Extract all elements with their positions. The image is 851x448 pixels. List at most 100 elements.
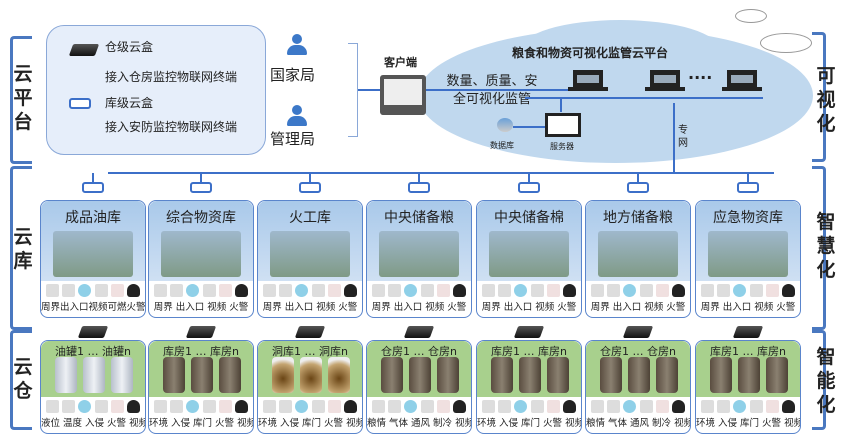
- depot-card[interactable]: 应急物资库 周界 出入口 视频 火警: [695, 200, 801, 318]
- cloud-box-icon: [732, 326, 764, 338]
- desktop-client-icon[interactable]: [380, 75, 426, 115]
- server-label: 服务器: [550, 142, 574, 151]
- bracket-cloud-platform: [10, 36, 32, 164]
- depot-sensor-labels: 周界 出入口 视频 火警: [700, 302, 796, 313]
- warehouse-units: 仓房1 … 仓房n: [381, 345, 457, 358]
- depot-cloud-box-desc: 接入安防监控物联网终端: [105, 120, 238, 134]
- sensor-icons: [696, 281, 800, 301]
- unit-photo: [738, 357, 760, 393]
- router-icon: [69, 98, 91, 109]
- depot-name: 应急物资库: [713, 210, 783, 226]
- sensor-icons: [41, 281, 145, 301]
- warehouse-units: 库房1 … 库房n: [710, 345, 786, 358]
- cloud-box-icon: [77, 326, 109, 338]
- connector: [637, 173, 639, 182]
- depot-photo: [379, 231, 459, 277]
- warehouse-card[interactable]: 油罐1 … 油罐n 液位 温度 入侵 火警 视频: [40, 340, 146, 434]
- laptop-icon[interactable]: [722, 70, 762, 92]
- depot-sensor-labels: 周界 出入口 视频 火警: [590, 302, 686, 313]
- unit-photo: [766, 357, 788, 393]
- depot-card[interactable]: 地方储备粮 周界 出入口 视频 火警: [585, 200, 691, 318]
- unit-photo: [111, 357, 133, 393]
- user-icon: [287, 34, 307, 56]
- connector: [358, 89, 380, 91]
- label-cloud-depot: 云库: [13, 226, 33, 272]
- unit-photo: [600, 357, 622, 393]
- warehouse-card[interactable]: 洞库1 … 洞库n 环境 入侵 库门 火警 视频: [257, 340, 363, 434]
- database-icon: [497, 118, 513, 132]
- private-network-line: [673, 103, 675, 173]
- depot-sensor-labels: 周界 出入口 视频 火警: [371, 302, 467, 313]
- depot-photo: [489, 231, 569, 277]
- unit-photo: [83, 357, 105, 393]
- label-smart: 智慧化: [816, 211, 836, 281]
- bracket-cloud-depot: [10, 166, 32, 330]
- database-label: 数据库: [490, 141, 514, 150]
- depot-card[interactable]: 中央储备棉 周界 出入口 视频 火警: [476, 200, 582, 318]
- depot-card[interactable]: 成品油库 周界出入口视频可燃火警: [40, 200, 146, 318]
- warehouse-units: 洞库1 … 洞库n: [272, 345, 348, 358]
- private-network-label: 专网: [678, 125, 688, 149]
- warehouse-card[interactable]: 库房1 … 库房n 环境 入侵 库门 火警 视频: [695, 340, 801, 434]
- sensor-icons: [477, 397, 581, 417]
- unit-photo: [219, 357, 241, 393]
- depot-photo: [270, 231, 350, 277]
- warehouse-card[interactable]: 仓房1 … 仓房n 粮情 气体 通风 制冷 视频: [366, 340, 472, 434]
- depot-card[interactable]: 火工库 周界 出入口 视频 火警: [257, 200, 363, 318]
- warehouse-sensor-labels: 粮情 气体 通风 制冷 视频: [367, 418, 472, 429]
- depot-name: 成品油库: [65, 210, 121, 226]
- unit-photo: [381, 357, 403, 393]
- unit-photo: [437, 357, 459, 393]
- label-intelligent: 智能化: [816, 346, 836, 416]
- unit-photo: [272, 357, 294, 393]
- connector: [92, 173, 94, 182]
- warehouse-sensor-labels: 液位 温度 入侵 火警 视频: [41, 418, 146, 429]
- unit-photo: [656, 357, 678, 393]
- connector: [747, 173, 749, 182]
- cloud-box-icon: [513, 326, 545, 338]
- user-national-bureau: 国家局: [270, 66, 316, 84]
- user-bracket: [348, 43, 358, 137]
- depot-sensor-labels: 周界 出入口 视频 火警: [153, 302, 249, 313]
- bracket-visualization: [812, 32, 826, 162]
- bracket-cloud-warehouse: [10, 330, 32, 430]
- ellipsis: ····: [688, 68, 713, 87]
- warehouse-card[interactable]: 库房1 … 库房n 环境 入侵 库门 火警 视频: [476, 340, 582, 434]
- warehouse-card[interactable]: 仓房1 … 仓房n 粮情 气体 通风 制冷 视频: [585, 340, 691, 434]
- laptop-icon[interactable]: [645, 70, 685, 92]
- depot-cloud-box-icon: [627, 182, 649, 193]
- depot-sensor-labels: 周界 出入口 视频 火警: [262, 302, 358, 313]
- connector: [309, 173, 311, 182]
- unit-photo: [163, 357, 185, 393]
- sensor-icons: [367, 397, 471, 417]
- unit-photo: [300, 357, 322, 393]
- cloud-box-icon: [622, 326, 654, 338]
- unit-photo: [328, 357, 350, 393]
- label-cloud-warehouse: 云仓: [13, 356, 33, 402]
- cloud-desc: 数量、质量、安全可视化监管: [446, 74, 538, 107]
- laptop-icon[interactable]: [568, 70, 608, 92]
- depot-photo: [598, 231, 678, 277]
- connector: [560, 97, 562, 112]
- connector: [525, 97, 763, 99]
- warehouse-sensor-labels: 粮情 气体 通风 制冷 视频: [586, 418, 691, 429]
- depot-cloud-box-title: 库级云盒: [105, 96, 154, 110]
- sensor-icons: [367, 281, 471, 301]
- warehouse-units: 油罐1 … 油罐n: [55, 345, 131, 358]
- cloud-box-icon: [294, 326, 326, 338]
- depot-card[interactable]: 中央储备粮 周界 出入口 视频 火警: [366, 200, 472, 318]
- warehouse-units: 库房1 … 库房n: [163, 345, 239, 358]
- connector: [418, 173, 420, 182]
- sensor-icons: [477, 281, 581, 301]
- depot-name: 火工库: [289, 210, 331, 226]
- depot-name: 综合物资库: [166, 210, 236, 226]
- bracket-smart: [812, 166, 826, 330]
- cloud-box-icon: [403, 326, 435, 338]
- sensor-icons: [258, 281, 362, 301]
- cloud-box-icon: [68, 44, 100, 56]
- sensor-icons: [149, 397, 253, 417]
- depot-card[interactable]: 综合物资库 周界 出入口 视频 火警: [148, 200, 254, 318]
- unit-photo: [519, 357, 541, 393]
- client-label: 客户端: [384, 56, 417, 69]
- warehouse-card[interactable]: 库房1 … 库房n 环境 入侵 库门 火警 视频: [148, 340, 254, 434]
